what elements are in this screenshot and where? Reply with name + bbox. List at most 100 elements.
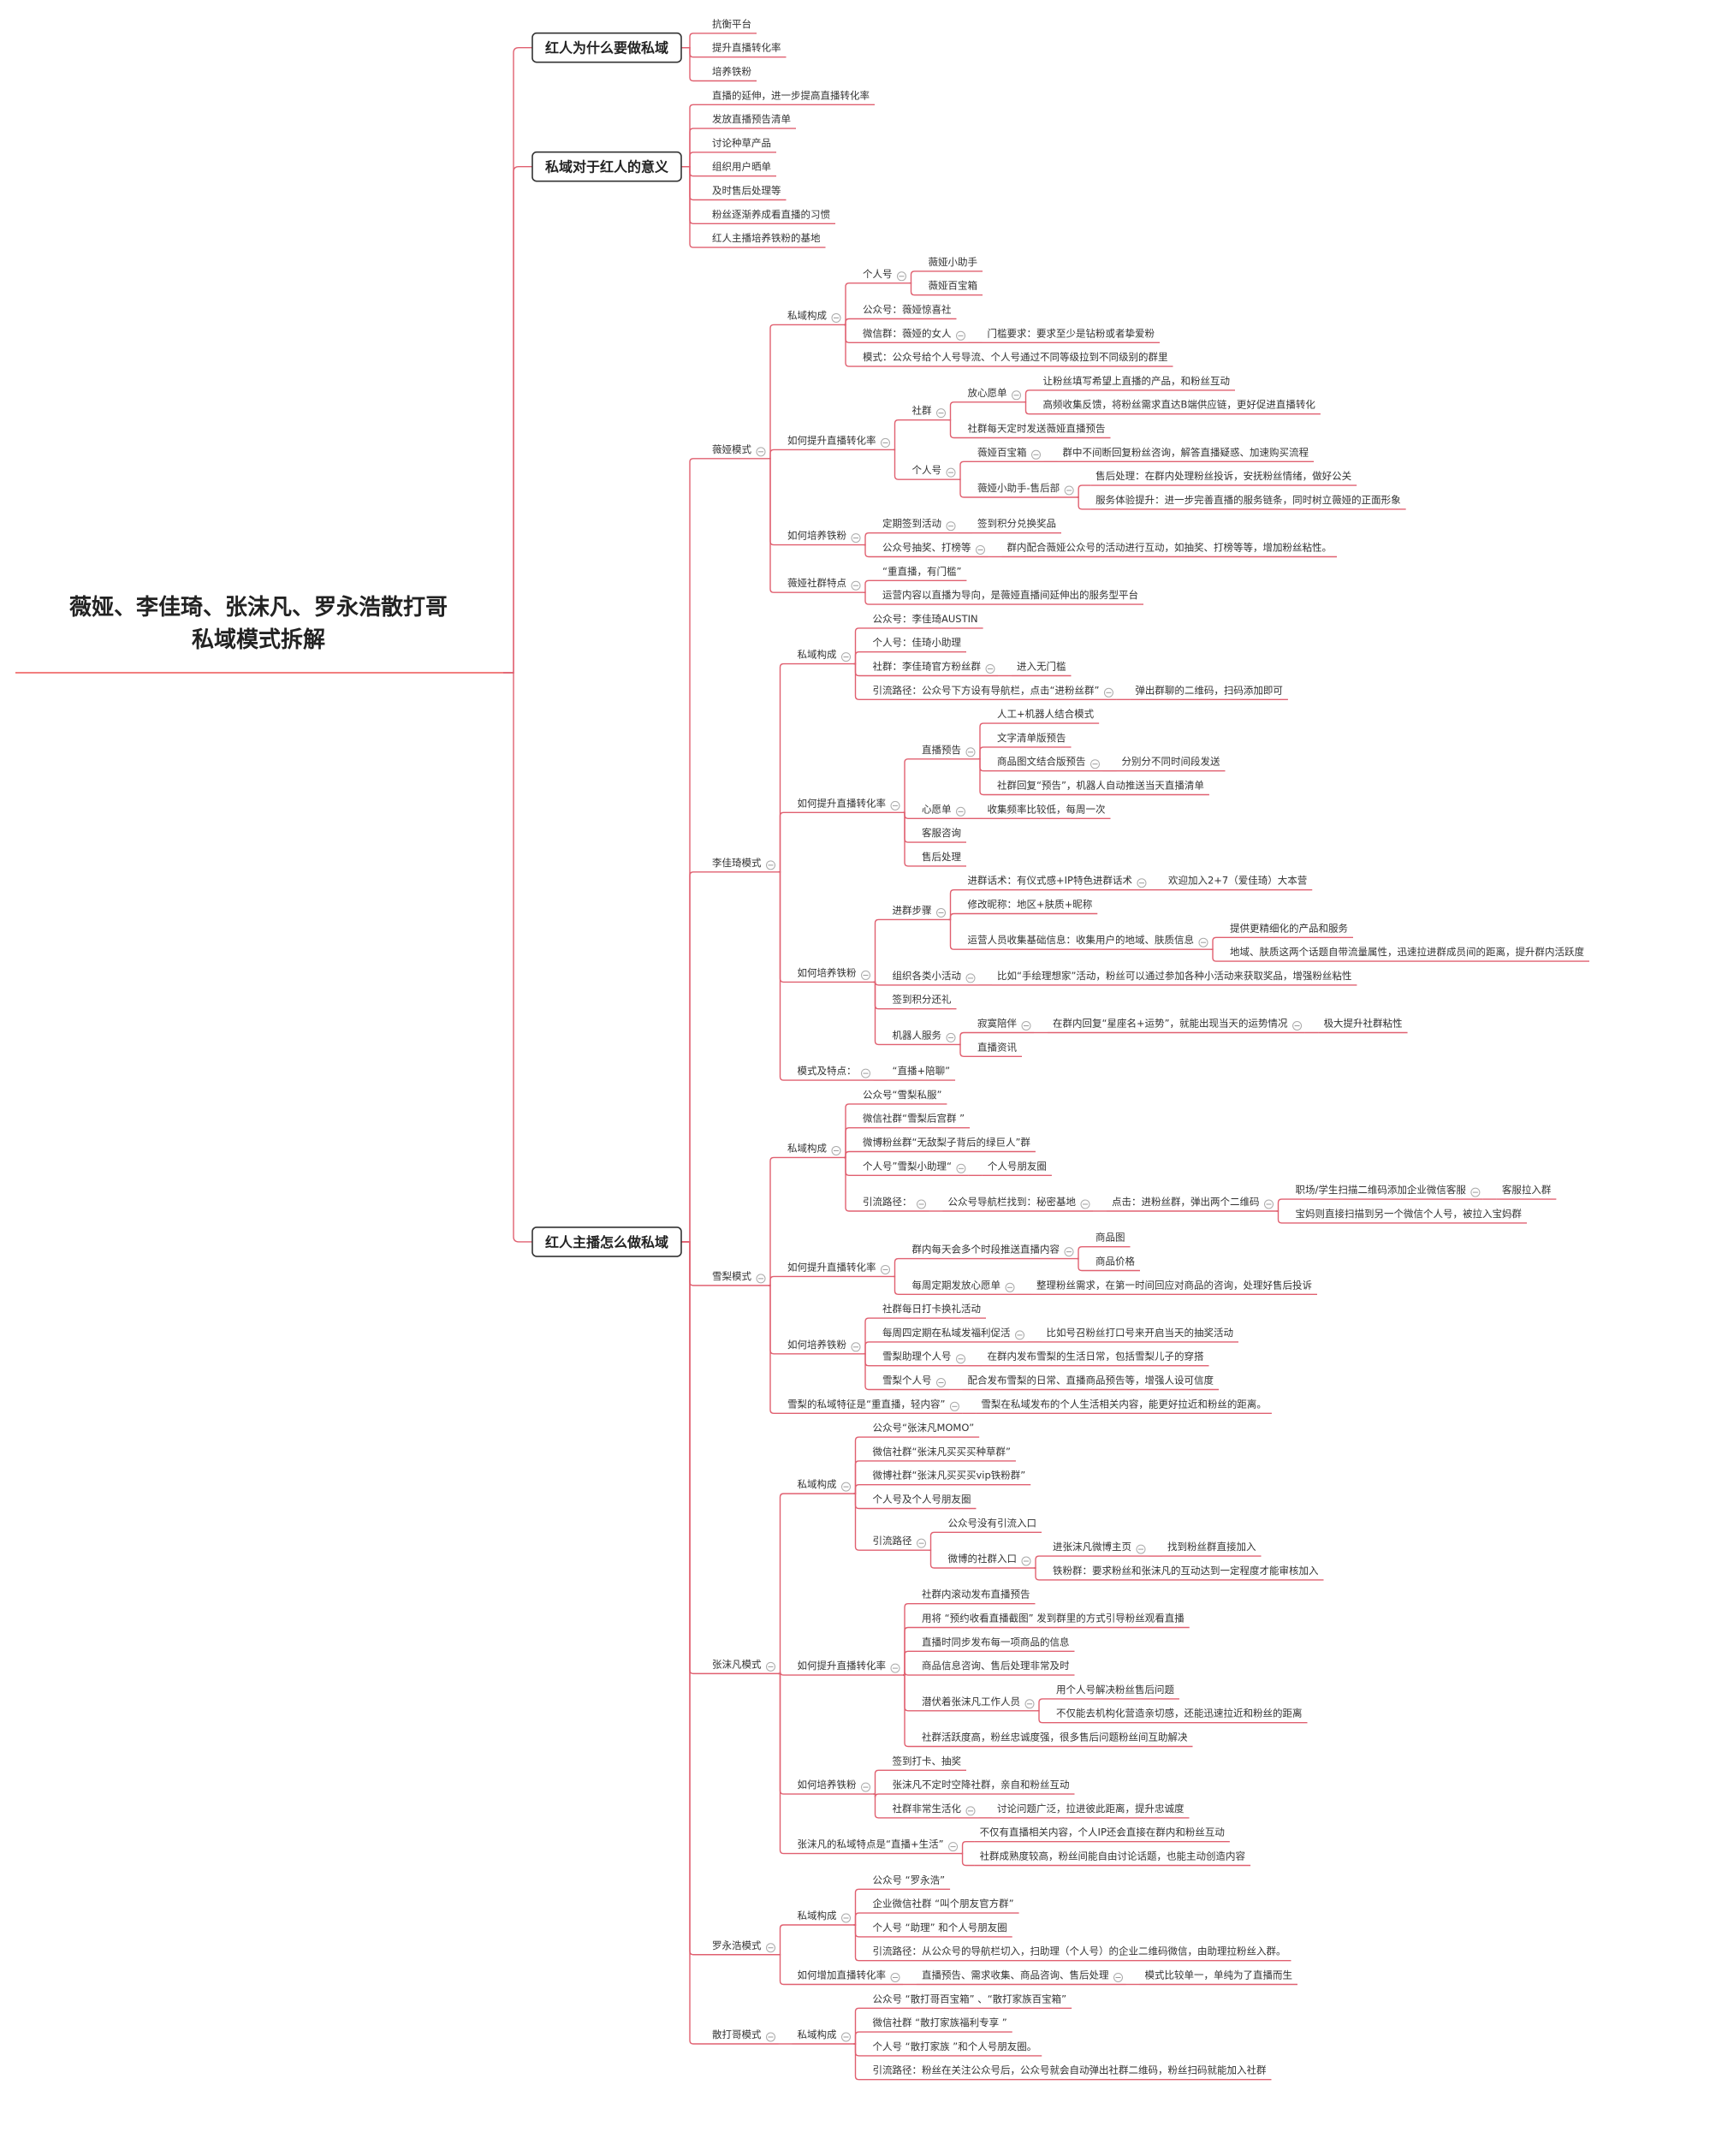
topic-node[interactable]: 模式比较单一，单纯为了直播而生 — [1139, 1969, 1298, 1986]
topic-node[interactable]: 社群成熟度较高，粉丝间能自由讨论话题，也能主动创造内容 — [974, 1850, 1251, 1867]
topic-node[interactable]: 罗永浩模式 — [707, 1939, 779, 1956]
topic-node[interactable]: 雪梨在私域发布的个人生活相关内容，能更好拉近和粉丝的距离。 — [976, 1398, 1272, 1415]
topic-node[interactable]: 个人号朋友圈 — [982, 1160, 1052, 1177]
topic-node[interactable]: 雪梨助理个人号 — [877, 1351, 969, 1367]
topic-node[interactable]: 每周四定期在私域发福利促活 — [877, 1327, 1028, 1343]
topic-node[interactable]: 铁粉群：要求粉丝和张沫凡的互动达到一定程度才能审核加入 — [1048, 1565, 1324, 1581]
topic-node[interactable]: 社群内滚动发布直播预告 — [917, 1589, 1036, 1605]
topic-node[interactable]: 门槛要求：要求至少是钻粉或者挚爱粉 — [982, 327, 1161, 343]
topic-node[interactable]: 公众号 “散打哥百宝箱” 、“散打家族百宝箱” — [867, 1993, 1072, 2010]
topic-node[interactable]: 点击：进粉丝群，弹出两个二维码 — [1107, 1196, 1277, 1212]
topic-node[interactable]: 职场/学生扫描二维码添加企业微信客服 — [1290, 1184, 1483, 1200]
topic-node[interactable]: 引流路径：粉丝在关注公众号后，公众号就会自动弹出社群二维码，粉丝扫码就能加入社群 — [867, 2064, 1272, 2081]
topic-node[interactable]: 微信社群 “散打家族福利专享 ” — [867, 2016, 1012, 2033]
topic-node[interactable]: 引流路径：公众号下方设有导航栏，点击“进粉丝群” — [867, 684, 1117, 700]
topic-node[interactable]: “直播+陪聊” — [887, 1065, 956, 1081]
topic-node[interactable]: 直播预告、需求收集、商品咨询、售后处理 — [917, 1969, 1126, 1986]
topic-node[interactable]: 私域构成 — [782, 1142, 844, 1159]
topic-node[interactable]: 在群内回复“星座名+运势”，就能出现当天的运势情况 — [1048, 1018, 1305, 1034]
topic-node[interactable]: 直播预告 — [917, 744, 978, 760]
topic-node[interactable]: “重直播，有门槛” — [877, 565, 967, 581]
topic-node[interactable]: 让粉丝填写希望上直播的产品，和粉丝互动 — [1037, 375, 1236, 391]
topic-node[interactable]: 组织各类小活动 — [887, 970, 979, 986]
topic-node[interactable]: 潜伏着张沫凡工作人员 — [917, 1696, 1037, 1712]
topic-node[interactable]: 服务体验提升：进一步完善直播的服务链条，同时树立薇娅的正面形象 — [1090, 494, 1406, 510]
topic-node[interactable]: 私域构成 — [792, 2028, 854, 2045]
topic-node[interactable]: 发放直播预告清单 — [707, 113, 796, 129]
topic-node[interactable]: 社群 — [906, 405, 949, 421]
topic-node[interactable]: 及时售后处理等 — [707, 185, 787, 201]
topic-node[interactable]: 引流路径：从公众号的导航栏切入，扫助理（个人号）的企业二维码微信，由助理拉粉丝入… — [867, 1945, 1291, 1962]
topic-node[interactable]: 群内配合薇娅公众号的活动进行互动，如抽奖、打榜等等，增加粉丝粘性。 — [1001, 542, 1338, 558]
topic-node[interactable]: 社群每日打卡换礼活动 — [877, 1303, 986, 1319]
topic-node[interactable]: 直播时同步发布每一项商品的信息 — [917, 1636, 1075, 1653]
topic-node[interactable]: 寂寞陪伴 — [972, 1018, 1034, 1034]
topic-node[interactable]: 欢迎加入2+7（爱佳琦）大本营 — [1162, 875, 1313, 891]
topic-node[interactable]: 模式：公众号给个人号导流、个人号通过不同等级拉到不同级别的群里 — [858, 351, 1173, 367]
topic-node[interactable]: 散打哥模式 — [707, 2028, 779, 2045]
topic-node[interactable]: 培养铁粉 — [707, 66, 757, 82]
topic-node[interactable]: 在群内发布雪梨的生活日常，包括雪梨儿子的穿搭 — [982, 1351, 1209, 1367]
topic-node[interactable]: 微博社群“张沫凡买买买vip铁粉群” — [867, 1470, 1031, 1486]
topic-node[interactable]: 讨论问题广泛，拉进彼此距离，提升忠诚度 — [992, 1803, 1190, 1819]
topic-node[interactable]: 公众号“张沫凡MOMO” — [867, 1422, 980, 1438]
topic-node[interactable]: 如何提升直播转化率 — [792, 1660, 904, 1676]
topic-node[interactable]: 薇娅百宝箱 — [923, 280, 983, 296]
topic-node[interactable]: 如何提升直播转化率 — [782, 1261, 894, 1278]
topic-node[interactable]: 每周定期发放心愿单 — [906, 1279, 1018, 1296]
topic-node[interactable]: 雪梨个人号 — [877, 1375, 949, 1391]
topic-node[interactable]: 公众号 “罗永浩” — [867, 1874, 951, 1891]
topic-node[interactable]: 进群步骤 — [887, 904, 949, 921]
topic-node[interactable]: 配合发布雪梨的日常、直播商品预告等，增强人设可信度 — [962, 1375, 1220, 1391]
topic-node[interactable]: 雪梨模式 — [707, 1270, 769, 1286]
topic-node[interactable]: 文字清单版预告 — [992, 732, 1072, 748]
topic-node[interactable]: 公众号“雪梨私服” — [858, 1089, 947, 1105]
topic-node[interactable]: 如何增加直播转化率 — [792, 1969, 904, 1986]
topic-node[interactable]: 如何培养铁粉 — [782, 530, 864, 546]
topic-node[interactable]: 如何提升直播转化率 — [782, 434, 894, 451]
topic-node[interactable]: 社群非常生活化 — [887, 1803, 979, 1819]
topic-node[interactable]: 提升直播转化率 — [707, 42, 787, 58]
topic-node[interactable]: 公众号导航栏找到：秘密基地 — [942, 1196, 1094, 1212]
topic-node[interactable]: 微信群：薇娅的女人 — [858, 327, 969, 343]
topic-node[interactable]: 极大提升社群粘性 — [1318, 1018, 1408, 1034]
topic-node[interactable]: 群中不间断回复粉丝咨询，解答直播疑惑、加速购买流程 — [1057, 446, 1315, 462]
topic-node[interactable]: 引流路径： — [858, 1196, 929, 1212]
topic-node[interactable]: 高频收集反馈，将粉丝需求直达B端供应链，更好促进直播转化 — [1037, 399, 1321, 415]
main-topic[interactable]: 红人为什么要做私域 — [531, 32, 682, 63]
topic-node[interactable]: 私域构成 — [782, 309, 844, 326]
topic-node[interactable]: 客服咨询 — [917, 827, 966, 843]
topic-node[interactable]: 张沫凡的私域特点是“直播+生活” — [792, 1838, 961, 1855]
topic-node[interactable]: 运营内容以直播为导向，是薇娅直播间延伸出的服务型平台 — [877, 589, 1143, 605]
topic-node[interactable]: 商品价格 — [1090, 1256, 1140, 1272]
topic-node[interactable]: 公众号没有引流入口 — [942, 1517, 1042, 1534]
topic-node[interactable]: 进入无门槛 — [1012, 661, 1072, 677]
topic-node[interactable]: 私域构成 — [792, 1478, 854, 1494]
topic-node[interactable]: 比如“手绘理想家”活动，粉丝可以通过参加各种小活动来获取奖品，增强粉丝粘性 — [992, 970, 1357, 986]
topic-node[interactable]: 如何培养铁粉 — [792, 1779, 874, 1795]
topic-node[interactable]: 模式及特点： — [792, 1065, 874, 1081]
main-topic[interactable]: 私域对于红人的意义 — [531, 151, 682, 182]
topic-node[interactable]: 公众号抽奖、打榜等 — [877, 542, 989, 558]
topic-node[interactable]: 直播的延伸，进一步提高直播转化率 — [707, 89, 875, 106]
topic-node[interactable]: 微信社群“张沫凡买买买种草群” — [867, 1446, 1016, 1462]
topic-node[interactable]: 放心愿单 — [962, 387, 1024, 403]
topic-node[interactable]: 人工+机器人结合模式 — [992, 708, 1100, 724]
topic-node[interactable]: 张沫凡模式 — [707, 1658, 779, 1675]
topic-node[interactable]: 整理粉丝需求，在第一时间回应对商品的咨询，处理好售后投诉 — [1031, 1279, 1317, 1296]
topic-node[interactable]: 直播资讯 — [972, 1041, 1022, 1058]
topic-node[interactable]: 心愿单 — [917, 803, 969, 819]
topic-node[interactable]: 个人号：佳琦小助理 — [867, 637, 967, 653]
topic-node[interactable]: 粉丝逐渐养成看直播的习惯 — [707, 208, 835, 224]
topic-node[interactable]: 不仅有直播相关内容，个人IP还会直接在群内和粉丝互动 — [974, 1826, 1230, 1843]
topic-node[interactable]: 如何培养铁粉 — [792, 966, 874, 983]
topic-node[interactable]: 个人号 — [858, 268, 910, 284]
topic-node[interactable]: 签到积分兑换奖品 — [972, 518, 1061, 534]
topic-node[interactable]: 比如号召粉丝打口号来开启当天的抽奖活动 — [1041, 1327, 1239, 1343]
topic-node[interactable]: 修改昵称：地区+肤质+昵称 — [962, 899, 1098, 915]
topic-node[interactable]: 微博粉丝群“无敌梨子背后的绿巨人”群 — [858, 1137, 1036, 1153]
topic-node[interactable]: 个人号”雪梨小助理“ — [858, 1160, 969, 1177]
topic-node[interactable]: 李佳琦模式 — [707, 857, 779, 873]
topic-node[interactable]: 雪梨的私域特征是“重直播，轻内容” — [782, 1398, 963, 1415]
topic-node[interactable]: 群内每天会多个时段推送直播内容 — [906, 1244, 1078, 1260]
